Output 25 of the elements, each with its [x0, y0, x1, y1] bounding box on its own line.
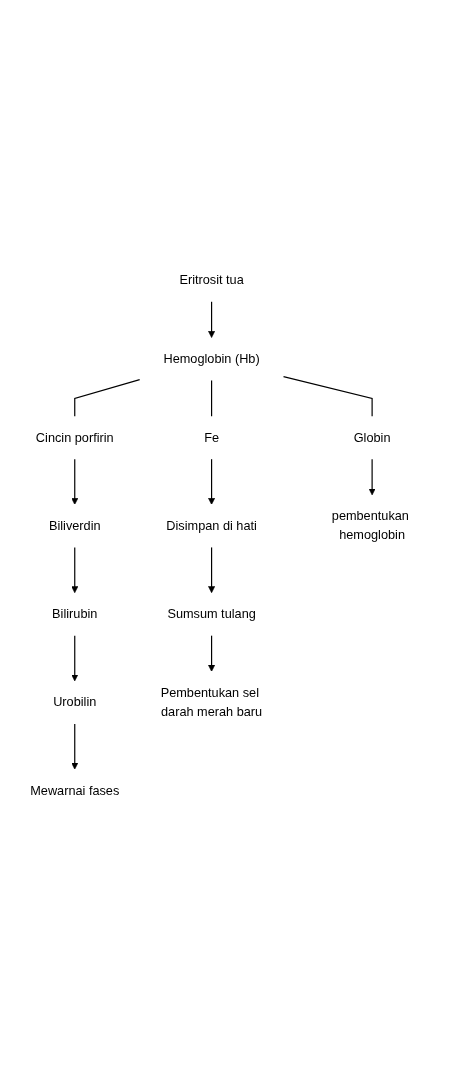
node-text: Bilirubin — [52, 607, 98, 621]
node-text: Cincin porfirin — [35, 430, 114, 445]
node-text: Pembentukan sel darah merah baru — [160, 685, 263, 719]
connector — [74, 379, 141, 417]
node-text: Eritrosit tua — [179, 273, 244, 287]
arrow — [208, 301, 216, 338]
arrow — [208, 546, 216, 594]
node-text: Disimpan di hati — [166, 518, 257, 533]
node-text: Fe — [204, 430, 220, 445]
arrow — [71, 458, 79, 505]
node-text: pembentukan hemoglobin — [331, 509, 409, 542]
arrow — [208, 635, 216, 672]
arrow — [71, 546, 79, 594]
connector — [282, 376, 373, 417]
arrow — [368, 458, 376, 496]
arrow — [71, 723, 79, 770]
node-text: Globin — [353, 430, 391, 445]
node-text: Biliverdin — [48, 518, 101, 533]
node-text: Hemoglobin (Hb) — [163, 351, 260, 366]
arrow — [208, 458, 216, 505]
connector — [211, 379, 213, 417]
node-text: Sumsum tulang — [167, 607, 256, 621]
arrow — [71, 635, 79, 682]
node-text: Mewarnai fases — [30, 783, 120, 798]
node-text: Urobilin — [53, 695, 97, 709]
